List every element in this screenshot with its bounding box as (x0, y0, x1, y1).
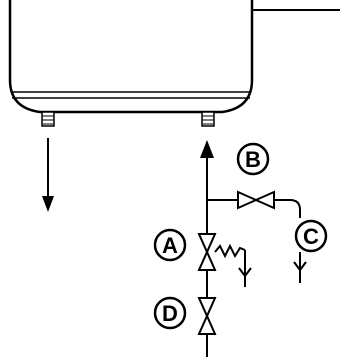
label-a: A (153, 228, 187, 262)
drain-c-icon (293, 252, 307, 283)
label-a-text: A (162, 233, 178, 258)
right-inlet-fitting (201, 111, 215, 127)
cold-water-inlet-arrow (200, 140, 214, 158)
label-c: C (294, 219, 328, 253)
drain-a-icon (238, 267, 252, 287)
hot-water-outlet-arrow (42, 138, 54, 212)
label-c-text: C (303, 224, 319, 249)
bypass-branch-pipe (207, 199, 301, 218)
label-d-text: D (162, 301, 178, 326)
valve-a-icon (197, 233, 217, 271)
left-outlet-fitting (41, 111, 55, 127)
water-heater-tank (8, 0, 254, 114)
label-d: D (153, 296, 187, 330)
valve-d-icon (197, 297, 217, 335)
valve-b-icon (237, 190, 275, 210)
relief-spring-icon (214, 243, 246, 270)
label-b-text: B (245, 147, 261, 172)
label-b: B (236, 142, 270, 176)
